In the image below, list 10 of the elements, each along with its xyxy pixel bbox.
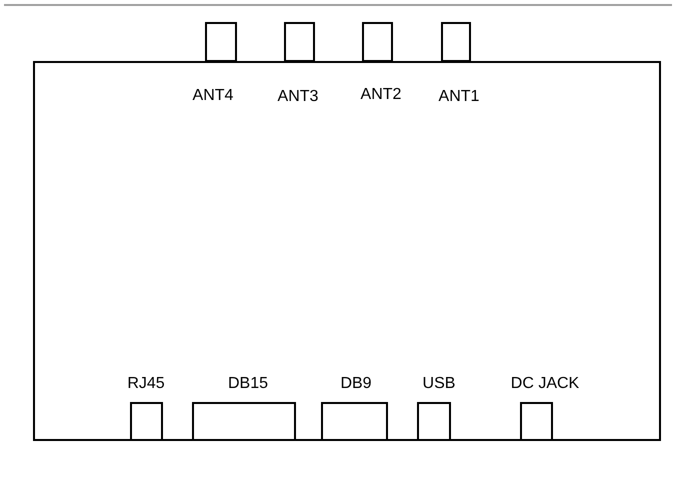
port-label: USB — [422, 374, 456, 394]
port-label: ANT4 — [192, 86, 234, 106]
port-label: RJ45 — [127, 374, 165, 394]
port-label: ANT1 — [438, 87, 480, 107]
enclosure-outline — [33, 61, 661, 441]
port-label: ANT2 — [360, 85, 402, 105]
port-label: DC JACK — [510, 374, 580, 394]
port-label: DB9 — [340, 374, 372, 394]
port-label: ANT3 — [278, 87, 318, 107]
port-label: DB15 — [228, 374, 268, 394]
